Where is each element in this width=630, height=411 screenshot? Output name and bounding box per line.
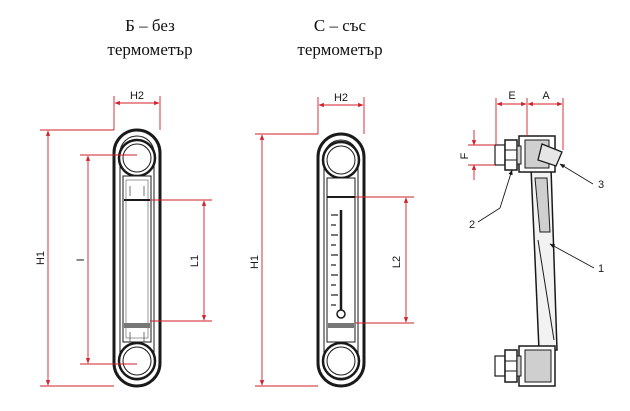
dim-h2-mid: H2 [334,92,348,104]
gauge-without-thermometer [112,128,162,388]
title-without-thermometer: Б – без термометър [85,14,215,62]
title-mid-line2: термометър [297,40,383,59]
dimensions-middle [255,97,414,387]
dim-l2-mid: L2 [391,256,403,268]
title-with-thermometer: С – със термометър [270,14,410,62]
dimensions-left [40,96,212,387]
callout-1: 1 [598,263,604,275]
title-left-line1: Б – без [125,16,175,35]
dim-h1-mid: H1 [249,255,261,269]
gauge-with-thermometer [316,132,366,388]
callout-2: 2 [469,219,475,231]
dim-f-right: F [459,152,471,159]
callout-leaders [477,163,595,269]
dim-h2-left: H2 [130,90,144,102]
title-left-line2: термометър [107,40,193,59]
dim-e-right: E [508,90,515,102]
callout-3: 3 [598,179,604,191]
dimensions-right [468,98,564,180]
dim-h1-left: H1 [35,251,47,265]
dim-i-left: I [75,258,87,261]
dim-a-right: A [542,90,550,102]
dim-l1-left: L1 [189,255,201,267]
title-mid-line1: С – със [313,16,367,35]
gauge-side-view [494,135,563,387]
